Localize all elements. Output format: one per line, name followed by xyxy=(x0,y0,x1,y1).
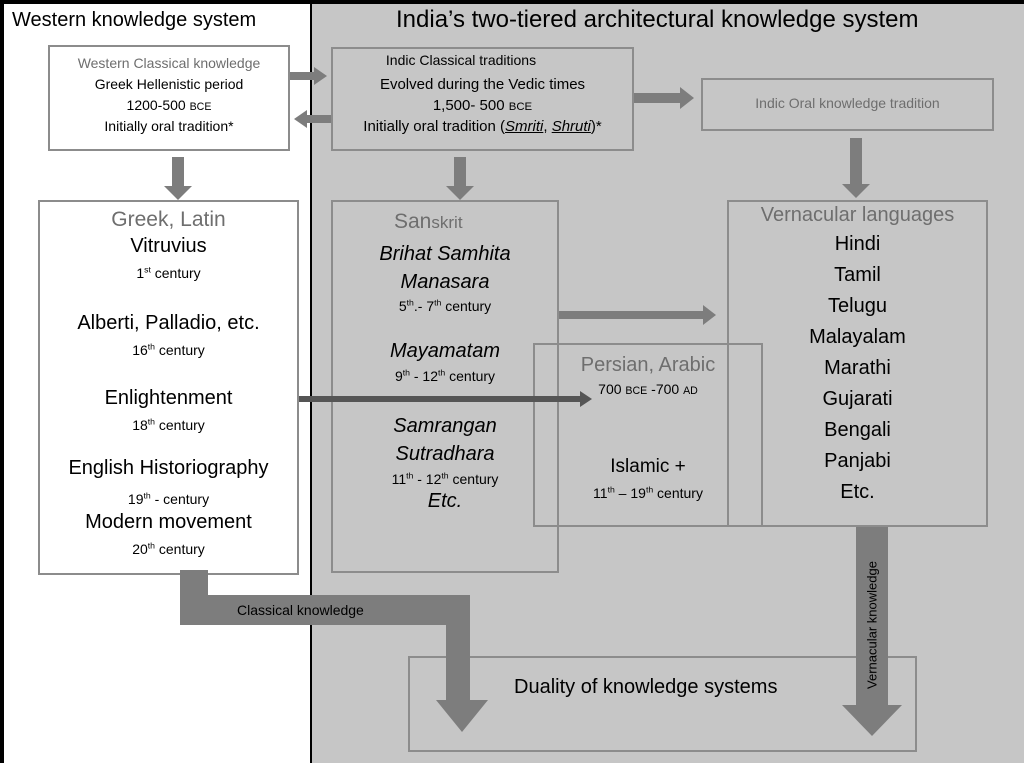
western-oral-tradition: Initially oral tradition* xyxy=(104,118,234,134)
arrow-indic-down xyxy=(446,157,474,200)
arrow-indic-to-west xyxy=(294,110,331,128)
indic-classical-box xyxy=(331,47,634,151)
western-date-range: 1200-500 BCE xyxy=(126,97,212,113)
greek-latin-title: Greek, Latin xyxy=(111,208,226,231)
western-heading: Western knowledge system xyxy=(12,9,257,31)
indic-oral-tradition: Initially oral tradition (Smriti, Shruti… xyxy=(363,118,602,135)
indian-heading: India’s two-tiered architectural knowled… xyxy=(396,6,919,33)
indic-date-range: 1,500- 500 BCE xyxy=(432,97,533,114)
manasara: Manasara xyxy=(400,271,490,293)
vernacular-title: Vernacular languages xyxy=(760,204,955,226)
western-classical-title: Western Classical knowledge xyxy=(77,55,261,71)
western-classical-box xyxy=(48,45,290,151)
vitruvius-century: 1st century xyxy=(136,264,201,281)
sanskrit-etc: Etc. xyxy=(427,490,463,512)
indic-oral-title: Indic Oral knowledge tradition xyxy=(755,95,940,111)
arrow-west-down xyxy=(164,157,192,200)
language-telugu: Telugu xyxy=(828,295,887,317)
islamic: Islamic + xyxy=(610,456,686,477)
language-hindi: Hindi xyxy=(834,233,881,255)
arrow-sanskrit-to-vernacular xyxy=(559,305,716,325)
indic-oral-box xyxy=(701,78,994,131)
language-panjabi: Panjabi xyxy=(824,450,891,472)
alberti-century: 16th century xyxy=(132,341,205,358)
historiography-century: 19th - century xyxy=(127,490,210,507)
modern-movement: Modern movement xyxy=(85,511,252,533)
sutradhara-century: 11th - 12th century xyxy=(391,470,499,487)
manasara-century: 5th.- 7th century xyxy=(398,297,492,314)
language-marathi: Marathi xyxy=(824,357,891,379)
sanskrit-box xyxy=(331,200,559,573)
sutradhara: Sutradhara xyxy=(395,443,495,465)
arrow-classical-knowledge xyxy=(180,570,488,732)
arrow-enlightenment-to-persian xyxy=(299,391,592,407)
islamic-century: 11th – 19th century xyxy=(593,484,703,501)
vedic-times: Evolved during the Vedic times xyxy=(379,76,586,93)
language-gujarati: Gujarati xyxy=(822,388,893,410)
greek-hellenistic-period: Greek Hellenistic period xyxy=(94,76,244,92)
samrangan: Samrangan xyxy=(393,415,497,437)
mayamatam-century: 9th - 12th century xyxy=(394,367,496,384)
classical-knowledge-label: Classical knowledge xyxy=(237,602,364,618)
language-malayalam: Malayalam xyxy=(809,326,906,348)
language-etc: Etc. xyxy=(840,481,875,503)
arrow-classical-to-oral xyxy=(634,87,694,109)
duality-title: Duality of knowledge systems xyxy=(514,676,778,698)
duality-box xyxy=(408,656,917,752)
enlightenment-century: 18th century xyxy=(132,416,205,433)
alberti-palladio: Alberti, Palladio, etc. xyxy=(77,312,260,334)
modern-century: 20th century xyxy=(132,540,205,557)
persian-arabic-title: Persian, Arabic xyxy=(580,354,716,376)
language-bengali: Bengali xyxy=(824,419,891,441)
arrow-vernacular-knowledge xyxy=(842,527,902,736)
language-tamil: Tamil xyxy=(834,264,881,286)
vernacular-box xyxy=(727,200,988,527)
persian-arabic-box xyxy=(533,343,763,527)
vitruvius: Vitruvius xyxy=(130,235,207,257)
arrow-west-to-indic xyxy=(290,67,327,85)
mayamatam: Mayamatam xyxy=(389,340,501,362)
brihat-samhita: Brihat Samhita xyxy=(379,243,511,265)
indic-classical-title: Indic Classical traditions xyxy=(385,52,537,68)
greek-latin-box xyxy=(38,200,299,575)
sanskrit-title: Sanskrit xyxy=(394,210,463,233)
enlightenment: Enlightenment xyxy=(104,387,233,409)
vernacular-knowledge-label: Vernacular knowledge xyxy=(864,561,880,689)
persian-date-range: 700 BCE -700 AD xyxy=(598,381,698,397)
arrow-oral-down xyxy=(842,138,870,198)
english-historiography: English Historiography xyxy=(68,457,269,479)
